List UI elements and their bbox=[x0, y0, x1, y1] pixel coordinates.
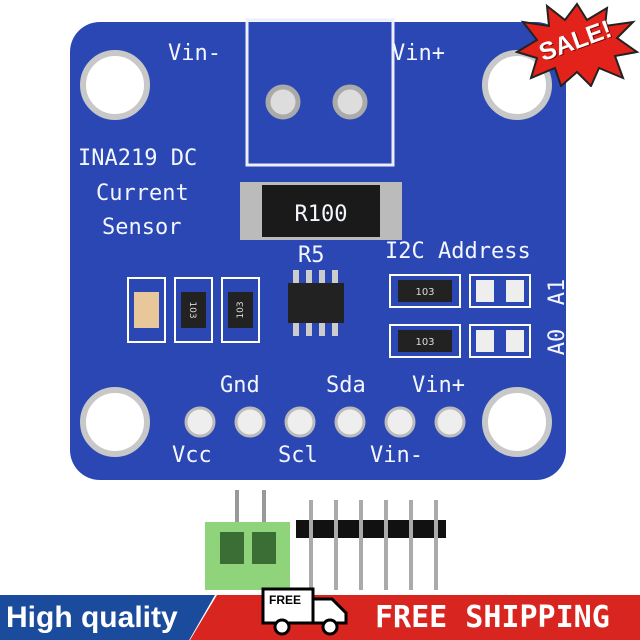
pcb-board bbox=[70, 22, 566, 480]
terminal-block bbox=[205, 490, 290, 590]
scl-label: Scl bbox=[278, 443, 318, 468]
header-pins bbox=[296, 500, 446, 590]
truck-icon bbox=[261, 587, 348, 636]
i2c-address-label: I2C Address bbox=[385, 239, 531, 264]
vin-plus-bottom-label: Vin+ bbox=[412, 373, 465, 398]
free-shipping-label: FREE SHIPPING bbox=[375, 600, 610, 635]
res-label-4: 103 bbox=[415, 337, 434, 348]
a1-label: A1 bbox=[545, 279, 570, 306]
terminal-outline bbox=[245, 18, 395, 167]
truck-free-tag: FREE bbox=[269, 593, 302, 607]
shunt-label: R100 bbox=[295, 202, 348, 227]
gnd-label: Gnd bbox=[220, 373, 260, 398]
vcc-label: Vcc bbox=[172, 443, 212, 468]
pin-pads bbox=[184, 406, 466, 438]
left-components bbox=[127, 277, 260, 343]
title-line-3: Sensor bbox=[102, 215, 181, 240]
vin-minus-top-label: Vin- bbox=[168, 41, 221, 66]
title-line-2: Current bbox=[96, 181, 189, 206]
vin-plus-top-label: Vin+ bbox=[392, 41, 445, 66]
r5-label: R5 bbox=[298, 243, 325, 268]
a0-label: A0 bbox=[545, 329, 570, 356]
sda-label: Sda bbox=[326, 373, 366, 398]
title-line-1: INA219 DC bbox=[78, 146, 197, 171]
high-quality-label: High quality bbox=[0, 595, 215, 640]
sale-starburst bbox=[515, 2, 640, 87]
res-label-1: 103 bbox=[187, 301, 197, 318]
ina219-chip bbox=[288, 283, 344, 323]
vin-minus-bottom-label: Vin- bbox=[370, 443, 423, 468]
address-jumpers bbox=[389, 274, 531, 358]
res-label-3: 103 bbox=[415, 287, 434, 298]
res-label-2: 103 bbox=[236, 301, 246, 318]
bottom-banner: High quality FREE FREE SHIPPING bbox=[0, 587, 640, 640]
